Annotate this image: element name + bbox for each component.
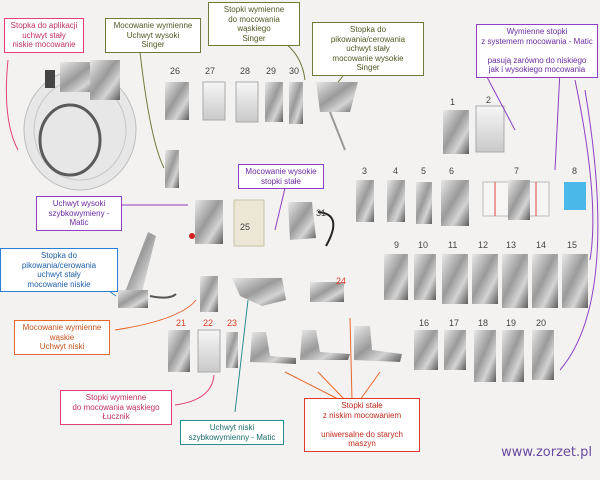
- label-high-fixed: Mocowanie wysokie stopki stałe: [238, 164, 324, 189]
- foot-number: 4: [393, 166, 399, 176]
- foot-number: 14: [536, 240, 547, 250]
- foot-number: 18: [478, 318, 489, 328]
- white-shank-25: [233, 199, 265, 247]
- foot-number: 9: [394, 240, 400, 250]
- foot-21: [168, 330, 190, 372]
- foot-number: 11: [448, 240, 458, 250]
- snap-high-shank: [195, 200, 223, 244]
- foot-number: 30: [289, 66, 300, 76]
- feet-row-top: [165, 81, 358, 151]
- foot-number: 28: [240, 66, 251, 76]
- foot-2: [475, 105, 505, 153]
- applique-foot: [23, 60, 137, 191]
- snap-low-shank: [232, 278, 286, 306]
- feet-row-middle: [356, 180, 586, 226]
- foot-23: [226, 332, 238, 368]
- foot-number: 24: [336, 276, 347, 286]
- label-applique-foot: Stopka do aplikacji uchwyt stały niskie …: [4, 18, 84, 53]
- feet-row-lower: [384, 254, 588, 308]
- site-url: www.zorzet.pl: [501, 445, 592, 460]
- label-matic-system: Wymienne stopki z systemem mocowania - M…: [476, 24, 598, 78]
- foot-22: [197, 329, 221, 373]
- foot-number: 26: [170, 66, 181, 76]
- foot-number: 8: [572, 166, 578, 176]
- foot-number: 29: [266, 66, 277, 76]
- foot-number: 19: [506, 318, 517, 328]
- label-narrow-feet-singer: Stopki wymienne do mocowania wąskiego Si…: [208, 2, 300, 46]
- foot-number: 21: [176, 318, 187, 328]
- foot-number: 5: [421, 166, 427, 176]
- label-quilting-low: Stopka do pikowania/cerowania uchwyt sta…: [0, 248, 118, 292]
- foot-number: 13: [506, 240, 517, 250]
- fixed-low-feet: [250, 326, 402, 364]
- foot-24: [310, 282, 344, 302]
- foot-number: 6: [449, 166, 455, 176]
- foot-number: 22: [203, 318, 214, 328]
- foot-number: 3: [362, 166, 368, 176]
- foot-number: 23: [227, 318, 238, 328]
- foot-31: [288, 202, 316, 240]
- foot-number: 27: [205, 66, 216, 76]
- foot-number: 2: [486, 95, 492, 105]
- foot-1: [443, 110, 469, 154]
- label-snap-low: Uchwyt niski szybkowymienny - Matic: [180, 420, 284, 445]
- label-interchangeable-high: Mocowanie wymienne Uchwyt wysoki Singer: [105, 18, 201, 53]
- quilting-low-foot: [122, 232, 156, 300]
- foot-number: 7: [514, 166, 520, 176]
- narrow-low-shank: [200, 276, 218, 312]
- foot-number: 15: [567, 240, 578, 250]
- label-quilting-high: Stopka do pikowania/cerowania uchwyt sta…: [312, 22, 424, 76]
- foot-number: 10: [418, 240, 429, 250]
- foot-number: 16: [419, 318, 430, 328]
- label-narrow-low: Mocowanie wymienne wąskie Uchwyt niski: [14, 320, 110, 355]
- foot-number: 1: [450, 97, 456, 107]
- label-fixed-low: Stopki stałe z niskim mocowaniem uniwers…: [304, 398, 420, 452]
- shank-high: [165, 150, 179, 188]
- label-lucznik: Stopki wymienne do mocowania wąskiego Łu…: [60, 390, 172, 425]
- foot-number: 12: [478, 240, 489, 250]
- foot-number: 17: [449, 318, 460, 328]
- foot-number: 20: [536, 318, 547, 328]
- label-snap-high: Uchwyt wysoki szybkowymieny - Matic: [36, 196, 122, 231]
- foot-number: 25: [240, 222, 251, 232]
- feet-row-bottom-right: [414, 330, 554, 382]
- foot-number: 31: [316, 208, 327, 218]
